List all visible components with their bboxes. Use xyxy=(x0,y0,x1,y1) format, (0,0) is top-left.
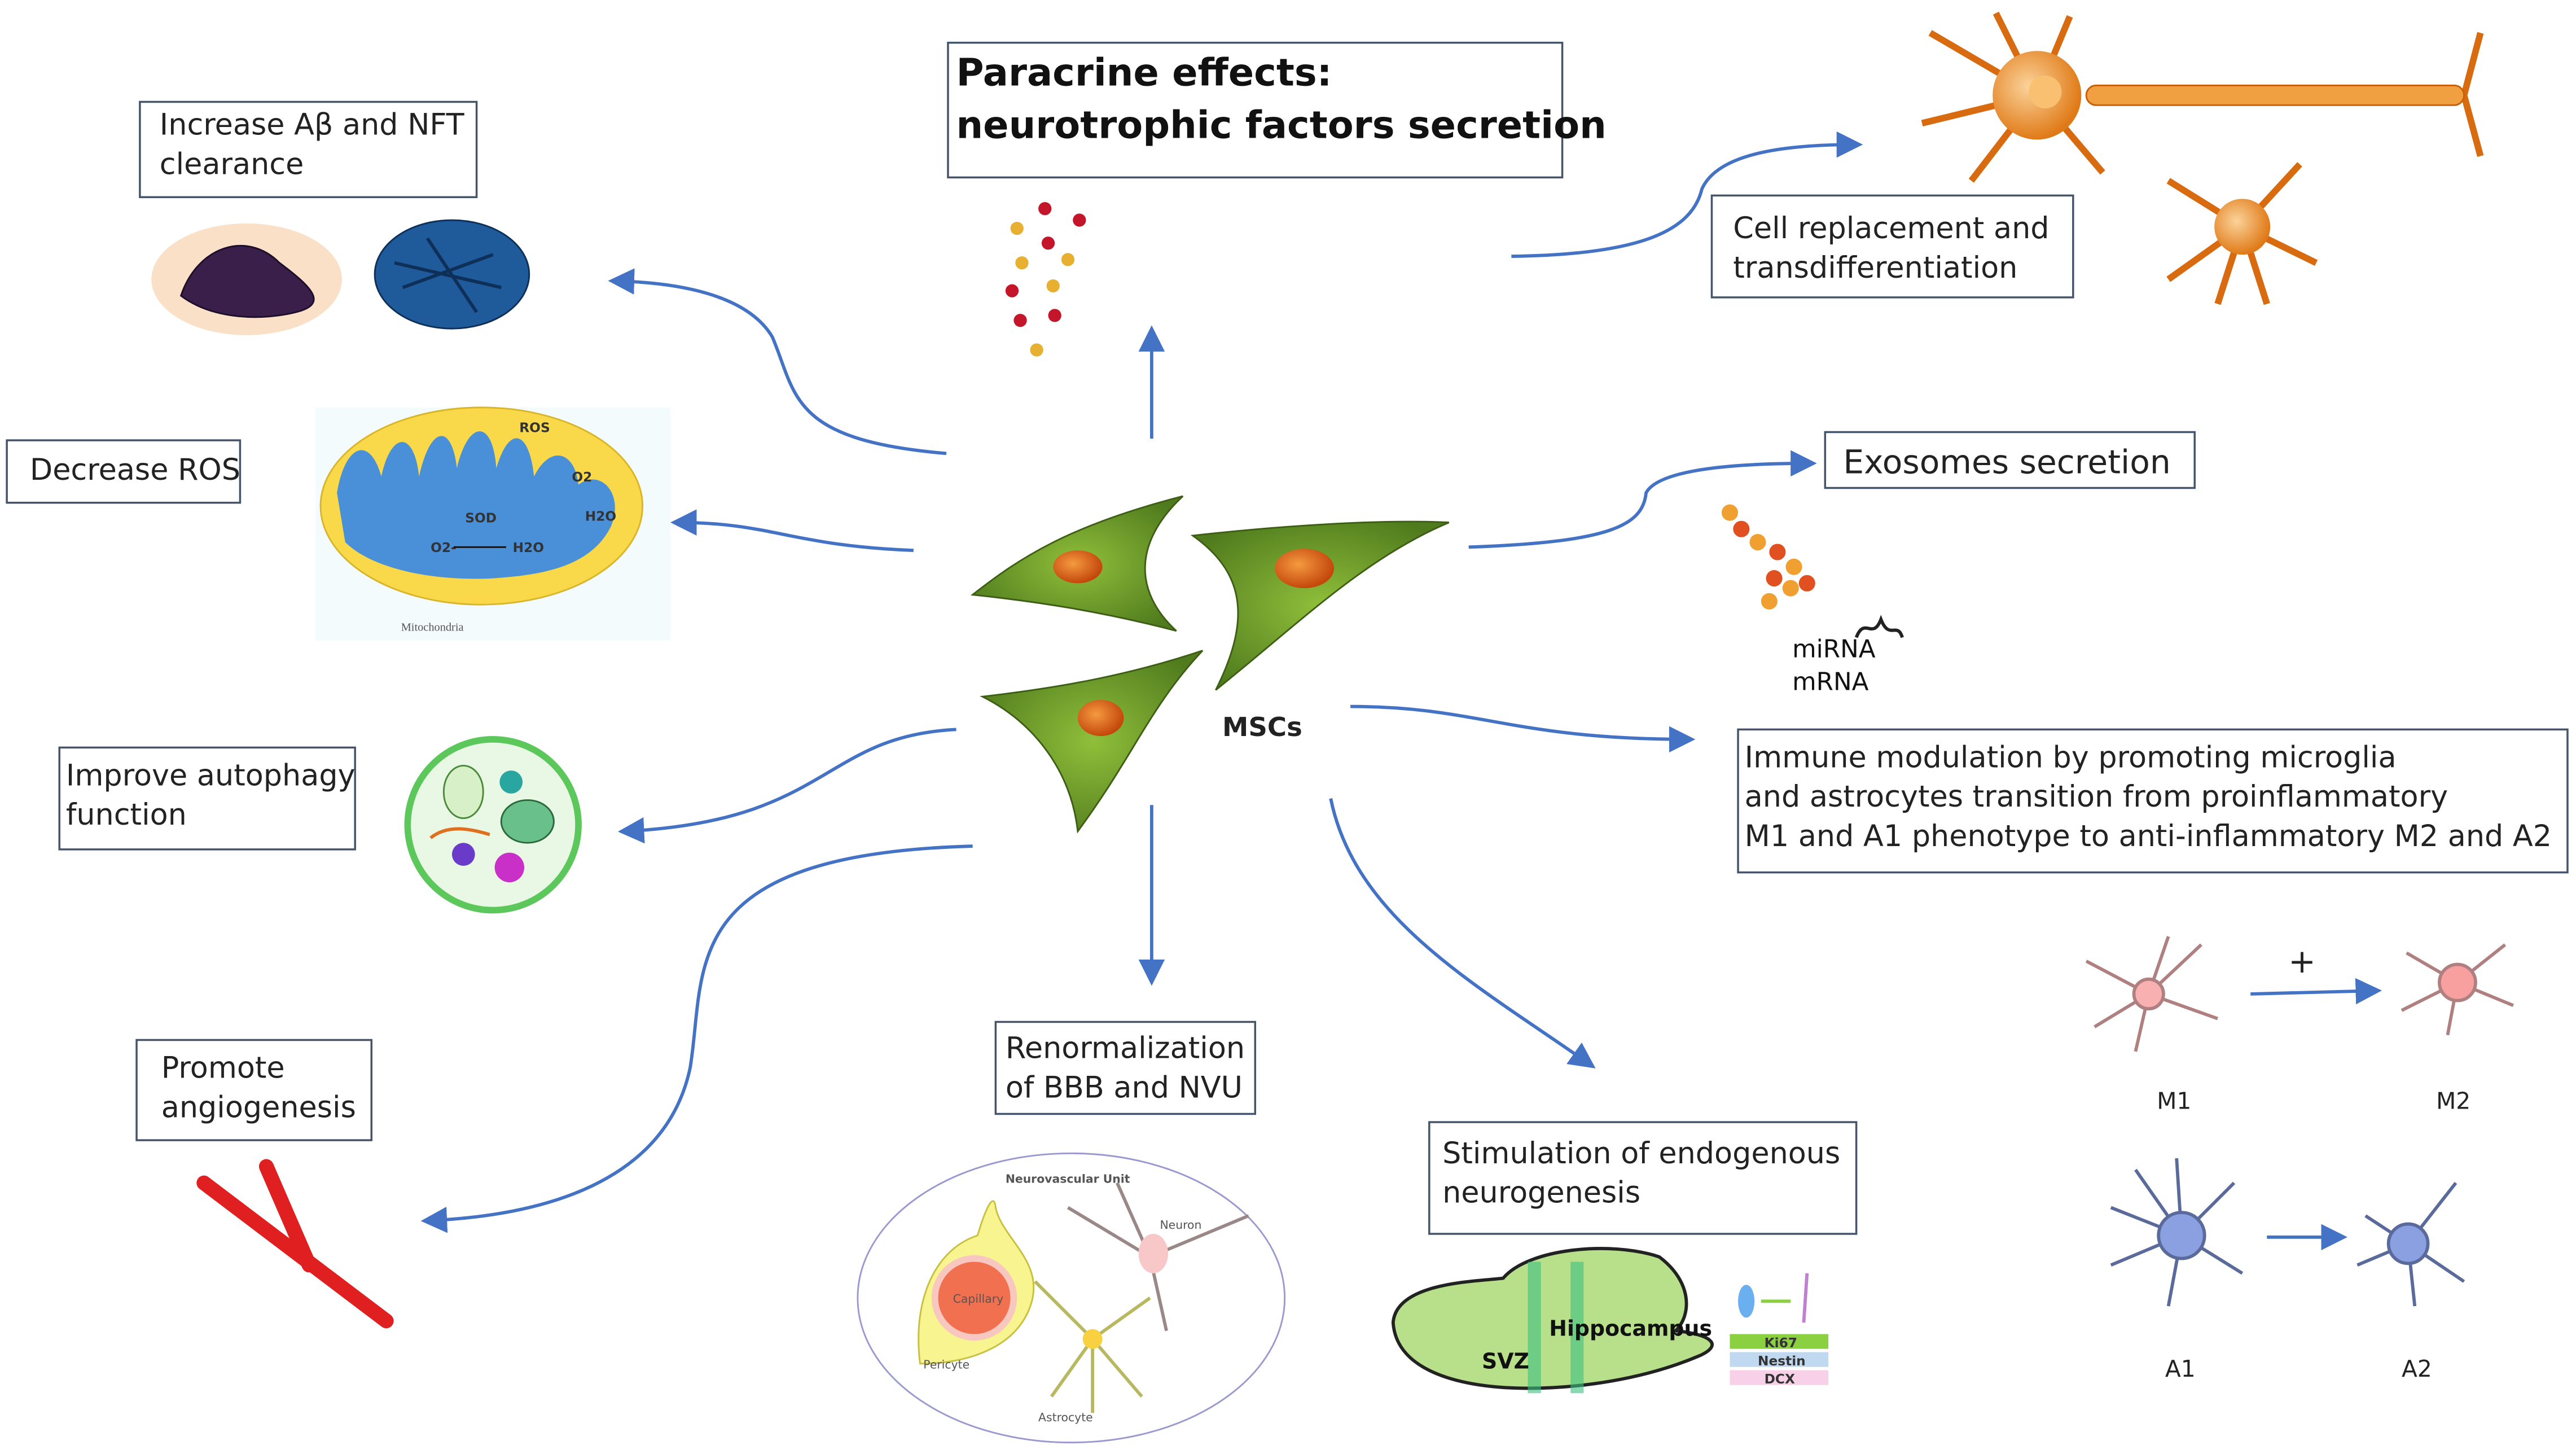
replacement-line1: Cell replacement and xyxy=(1733,211,2049,246)
neurogenesis-box: Stimulation of endogenous neurogenesis xyxy=(1428,1121,1858,1235)
autophagy-line1: Improve autophagy xyxy=(66,758,356,792)
plus-sign: + xyxy=(2288,942,2316,980)
paracrine-title-line1: Paracrine effects: xyxy=(956,50,1332,94)
nucleus xyxy=(1053,550,1103,584)
hippocampus-label: Hippocampus xyxy=(1549,1316,1712,1341)
m1-label: M1 xyxy=(2157,1088,2191,1115)
mito-o2minus-label: O2- xyxy=(431,540,457,555)
arrow-exosomes xyxy=(1468,450,1817,549)
angiogenesis-line2: angiogenesis xyxy=(161,1090,356,1124)
neuron-illustrations xyxy=(1921,11,2484,305)
exosome-vesicles: miRNA mRNA xyxy=(1721,504,1904,697)
a1-astrocyte xyxy=(2110,1158,2244,1307)
msc-cell xyxy=(980,650,1204,834)
nvu-title: Neurovascular Unit xyxy=(1006,1172,1130,1186)
a1-label: A1 xyxy=(2165,1355,2196,1382)
mito-h2o-label: H2O xyxy=(585,509,616,524)
arrow-angiogenesis xyxy=(420,844,973,1233)
mrna-label: mRNA xyxy=(1792,668,1869,697)
m1-microglia xyxy=(2085,936,2218,1052)
autophagosome-icon xyxy=(404,736,582,914)
blood-vessel-icon xyxy=(196,1159,394,1329)
nucleus xyxy=(1077,699,1124,737)
marker-dcx: DCX xyxy=(1765,1372,1795,1387)
mito-ros-label: ROS xyxy=(519,421,550,436)
capillary-label: Capillary xyxy=(953,1292,1003,1306)
arrow-m1-m2 xyxy=(2250,978,2382,1005)
autophagy-box: Improve autophagy function xyxy=(58,746,356,851)
msc-cell xyxy=(1190,520,1450,691)
paracrine-title-line2: neurotrophic factors secretion xyxy=(956,103,1607,147)
mito-o2-label: O2 xyxy=(572,470,592,485)
mito-h2o-label-2: H2O xyxy=(513,540,544,555)
ros-box: Decrease ROS xyxy=(6,439,242,504)
msc-label: MSCs xyxy=(1222,712,1302,742)
clearance-box: Increase Aβ and NFT clearance xyxy=(139,100,478,199)
bbb-line1: Renormalization xyxy=(1006,1031,1245,1066)
a2-astrocyte xyxy=(2356,1181,2465,1307)
brain-illustration: Hippocampus SVZ Ki67 Nestin DCX xyxy=(1391,1247,1829,1394)
mitochondria-illustration: ROS O2 SOD H2O O2- H2O Mitochondria xyxy=(315,406,671,641)
clearance-line1: Increase Aβ and NFT xyxy=(160,108,465,142)
bbb-box: Renormalization of BBB and NVU xyxy=(994,1021,1257,1115)
arrow-autophagy xyxy=(617,728,956,844)
mitochondria-title: Mitochondria xyxy=(401,621,464,634)
svz-label: SVZ xyxy=(1482,1349,1529,1374)
ros-label: Decrease ROS xyxy=(30,453,240,487)
msc-cells: MSCs xyxy=(970,495,1450,834)
exosomes-box: Exosomes secretion xyxy=(1824,431,2196,489)
neurogenesis-line2: neurogenesis xyxy=(1442,1176,1640,1210)
clearance-line2: clearance xyxy=(160,147,304,182)
marker-ki67: Ki67 xyxy=(1765,1335,1797,1351)
replacement-box: Cell replacement and transdifferentiatio… xyxy=(1710,194,2074,299)
replacement-line2: transdifferentiation xyxy=(1733,251,2017,285)
arrows xyxy=(420,131,2382,1251)
nucleus xyxy=(1275,549,1335,589)
autophagy-line2: function xyxy=(66,798,187,832)
neurotrophic-factors xyxy=(1005,202,1086,357)
mito-sod-label: SOD xyxy=(465,511,497,526)
arrow-clearance xyxy=(608,268,947,456)
arrow-neurogenesis xyxy=(1329,798,1596,1068)
immune-line3: M1 and A1 phenotype to anti-inflammatory… xyxy=(1745,819,2552,853)
arrow-immune xyxy=(1350,704,1696,753)
angiogenesis-line1: Promote xyxy=(161,1050,285,1085)
neurovascular-unit-illustration: Capillary Neurovascular Unit Neuron Peri… xyxy=(857,1152,1286,1444)
immune-line1: Immune modulation by promoting microglia xyxy=(1745,740,2397,774)
astrocyte-label: Astrocyte xyxy=(1038,1411,1093,1424)
a2-label: A2 xyxy=(2402,1355,2432,1382)
arrow-replacement xyxy=(1511,131,1863,258)
angiogenesis-box: Promote angiogenesis xyxy=(135,1039,373,1141)
immune-line2: and astrocytes transition from proinflam… xyxy=(1745,779,2448,814)
immune-box: Immune modulation by promoting microglia… xyxy=(1737,728,2569,874)
pericyte-label: Pericyte xyxy=(923,1358,969,1372)
marker-nestin: Nestin xyxy=(1758,1354,1806,1369)
m2-label: M2 xyxy=(2436,1088,2470,1115)
arrow-ros xyxy=(670,509,914,553)
paracrine-box: Paracrine effects: neurotrophic factors … xyxy=(947,41,1607,179)
mirna-label: miRNA xyxy=(1792,634,1876,663)
m2-microglia xyxy=(2401,943,2514,1036)
phenotype-illustrations: + M1 M2 A1 A2 xyxy=(2085,936,2514,1382)
bbb-line2: of BBB and NVU xyxy=(1006,1070,1243,1105)
amyloid-tangles xyxy=(151,219,530,335)
exosomes-label: Exosomes secretion xyxy=(1843,443,2170,481)
neuron-label: Neuron xyxy=(1160,1218,1201,1232)
neurogenesis-line1: Stimulation of endogenous xyxy=(1442,1136,1840,1171)
